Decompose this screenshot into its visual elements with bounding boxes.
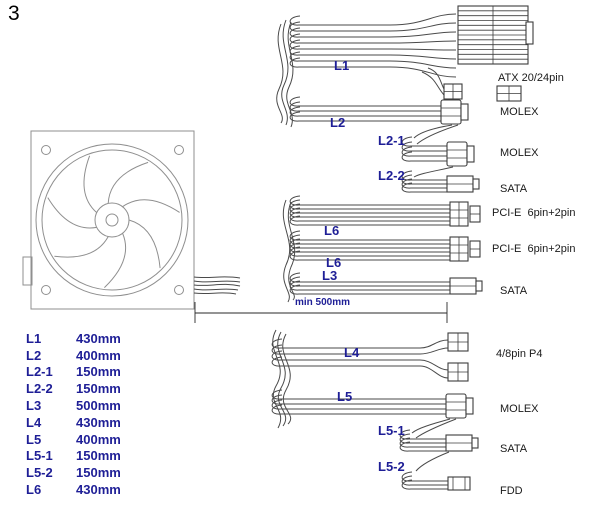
fan-blades — [47, 155, 180, 288]
cable-l6-upper — [289, 195, 450, 226]
cable-l5-1 — [399, 418, 457, 452]
legend-key: L6 — [26, 482, 42, 498]
cable-l5 — [271, 389, 446, 415]
legend-key: L5-2 — [26, 465, 53, 481]
connector-name-pcie-1: PCI-E 6pin+2pin — [492, 207, 576, 219]
legend-key: L2-2 — [26, 381, 53, 397]
legend-row: L5-2 150mm — [26, 464, 121, 481]
connector-name-sata-3: SATA — [500, 443, 528, 455]
legend-value: 150mm — [76, 381, 121, 397]
fan-screws — [41, 145, 184, 295]
legend-row: L4 430mm — [26, 414, 121, 431]
cable-label-l4: L4 — [344, 345, 360, 360]
cable-l4 — [271, 338, 449, 379]
legend-row: L5-1 150mm — [26, 448, 121, 465]
legend-row: L3 500mm — [26, 397, 121, 414]
legend-key: L5-1 — [26, 448, 53, 464]
legend-row: L6 430mm — [26, 481, 121, 498]
cable-l2-1 — [401, 124, 459, 162]
legend-value: 150mm — [76, 465, 121, 481]
legend-row: L5 400mm — [26, 431, 121, 448]
connector-molex-3 — [445, 393, 474, 419]
connector-fdd — [447, 476, 471, 491]
cable-label-l5-2: L5-2 — [378, 459, 405, 474]
connector-pcie-2 — [449, 236, 481, 262]
legend-key: L1 — [26, 330, 42, 346]
connector-molex-2 — [446, 141, 475, 167]
psu-unit — [22, 130, 241, 310]
legend-row: L1 430mm — [26, 330, 121, 347]
legend-row: L2-1 150mm — [26, 364, 121, 381]
cable-label-l1: L1 — [334, 58, 350, 73]
legend-row: L2 400mm — [26, 347, 121, 364]
cable-l5-2 — [401, 451, 450, 490]
legend-key: L5 — [26, 431, 42, 447]
legend-key: L2-1 — [26, 364, 53, 380]
cable-label-l6-upper: L6 — [324, 223, 340, 238]
dimension-min-500mm — [194, 302, 448, 323]
connector-sata-1 — [446, 175, 480, 193]
connector-molex-1 — [440, 99, 469, 125]
cable-length-legend: L1 430mm L2 400mm L2-1 150mm L2-2 150mm … — [26, 330, 121, 498]
connector-sata-3 — [445, 434, 479, 452]
legend-value: 400mm — [76, 431, 121, 447]
cable-l3 — [289, 272, 450, 295]
legend-value: 430mm — [76, 330, 121, 346]
cable-l6-lower — [289, 230, 450, 261]
connector-p4 — [447, 332, 469, 382]
legend-value: 400mm — [76, 347, 121, 363]
psu-exit-wires — [193, 276, 241, 295]
cable-label-l6-lower: L6 — [326, 255, 342, 270]
connector-name-molex-2: MOLEX — [500, 147, 539, 159]
cable-label-l5: L5 — [337, 389, 353, 404]
dimension-label: min 500mm — [295, 297, 351, 308]
legend-value: 500mm — [76, 398, 121, 414]
connector-name-molex-1: MOLEX — [500, 106, 539, 118]
cable-label-l2-2: L2-2 — [378, 168, 405, 183]
legend-value: 150mm — [76, 448, 121, 464]
cable-l2-2 — [401, 166, 454, 193]
cable-l1 — [289, 13, 457, 96]
legend-key: L4 — [26, 414, 42, 430]
connector-name-atx: ATX 20/24pin — [498, 72, 564, 84]
legend-value: 430mm — [76, 482, 121, 498]
cable-label-l5-1: L5-1 — [378, 423, 405, 438]
legend-key: L3 — [26, 398, 42, 414]
legend-key: L2 — [26, 347, 42, 363]
psu-switch — [22, 256, 33, 286]
cable-label-l2: L2 — [330, 115, 346, 130]
cable-label-l2-1: L2-1 — [378, 133, 405, 148]
legend-row: L2-2 150mm — [26, 380, 121, 397]
cable-l2 — [289, 96, 441, 122]
connector-name-p4: 4/8pin P4 — [496, 348, 543, 360]
connector-name-fdd: FDD — [500, 485, 523, 497]
connector-atx — [443, 5, 534, 102]
legend-value: 150mm — [76, 364, 121, 380]
connector-name-molex-3: MOLEX — [500, 403, 539, 415]
connector-name-pcie-2: PCI-E 6pin+2pin — [492, 243, 576, 255]
connector-pcie-1 — [449, 201, 481, 227]
connector-name-sata-2: SATA — [500, 285, 528, 297]
figure-number: 3 — [8, 2, 20, 25]
legend-value: 430mm — [76, 414, 121, 430]
cable-label-l3: L3 — [322, 268, 338, 283]
connector-name-sata-1: SATA — [500, 183, 528, 195]
connector-sata-2 — [449, 277, 483, 295]
